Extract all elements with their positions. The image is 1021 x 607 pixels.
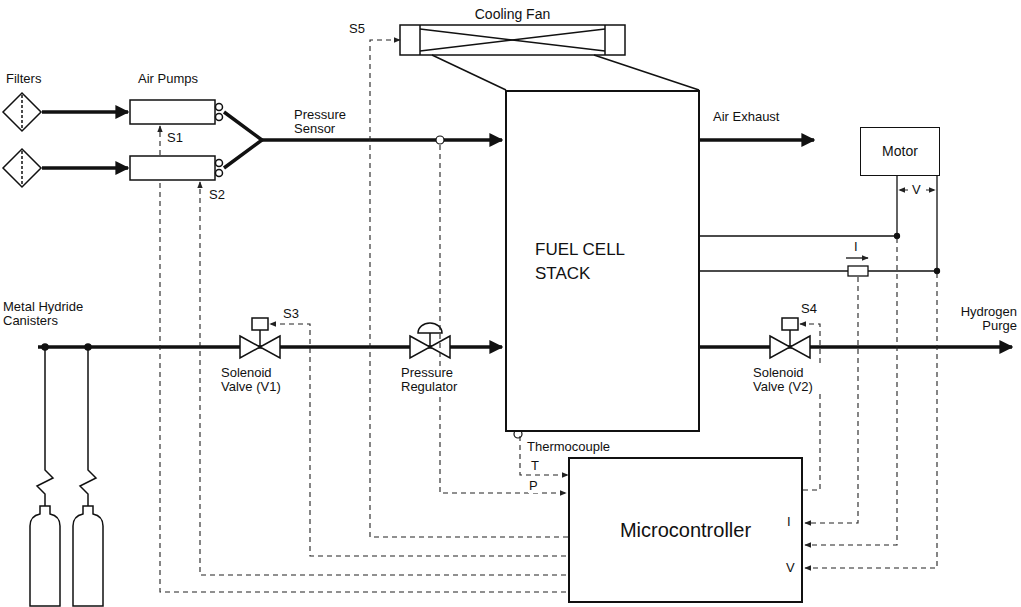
canister-symbol-part xyxy=(73,506,103,606)
part-name: Thermocouple xyxy=(526,440,611,454)
signal-line-part xyxy=(159,126,160,155)
air-pump-symbol-part xyxy=(130,100,215,124)
motor-box: Motor xyxy=(860,127,940,176)
canister-symbol-part xyxy=(30,506,60,606)
signal-name: S4 xyxy=(800,302,818,316)
node-text: Motor xyxy=(882,141,918,162)
part-name: Pressure Regulator xyxy=(400,366,482,394)
signal-name: T xyxy=(530,459,540,473)
signal-name: I xyxy=(786,515,792,529)
part-name: Hydrogen Purge xyxy=(946,305,1018,333)
pressure-regulator-symbol-part xyxy=(429,333,431,347)
filter-symbol-part xyxy=(21,151,23,185)
part-name: Solenoid Valve (V2) xyxy=(752,366,834,394)
air-pump-symbol xyxy=(130,100,223,180)
node-text: FUEL CELL STACK xyxy=(535,238,655,286)
solenoid-valve-symbol-part xyxy=(790,336,810,358)
part-name: Filters xyxy=(5,72,42,86)
node-text: Microcontroller xyxy=(620,517,751,544)
air-pipe-part xyxy=(262,138,502,142)
part-name: Pressure Sensor xyxy=(293,108,365,136)
cooling-fan-symbol-part xyxy=(594,55,699,90)
signal-name: S3 xyxy=(282,307,300,321)
solenoid-valve-symbol-part xyxy=(252,318,268,330)
filter-symbol-part xyxy=(3,93,41,131)
sensor-dot-part xyxy=(436,136,444,144)
stack-box: FUEL CELL STACK xyxy=(505,90,700,432)
solenoid-valve-symbol-part xyxy=(240,336,260,358)
resistor-symbol-part xyxy=(848,266,868,276)
resistor-symbol-part xyxy=(846,257,868,258)
signal-name: S2 xyxy=(208,188,226,202)
cooling-fan-symbol-part xyxy=(432,55,506,90)
filter-symbol xyxy=(3,93,41,187)
voltage-marker-part xyxy=(926,189,935,190)
pressure-regulator-symbol-part xyxy=(418,323,442,333)
signal-name: V xyxy=(785,561,796,575)
solenoid-valve-symbol-part xyxy=(789,330,791,347)
cooling-fan-symbol xyxy=(400,25,699,90)
canister-symbol-part xyxy=(80,349,96,506)
signal-name: S1 xyxy=(166,131,184,145)
cooling-fan-symbol-part xyxy=(420,29,605,51)
pressure-regulator-symbol xyxy=(410,323,450,358)
solenoid-valve-symbol-part xyxy=(770,336,790,358)
power-wire-part xyxy=(935,269,940,274)
signal-line-part xyxy=(805,273,937,568)
air-pump-symbol-part xyxy=(216,160,223,167)
cooling-fan-symbol-part xyxy=(420,29,605,51)
part-name: Air Exhaust xyxy=(712,110,780,124)
voltage-marker-part xyxy=(899,189,908,190)
solenoid-valve-symbol-part xyxy=(260,336,280,358)
signal-name: I xyxy=(853,240,859,254)
cooling-fan-symbol-part xyxy=(400,25,625,55)
part-name: Metal Hydride Canisters xyxy=(2,300,114,328)
power-wire xyxy=(700,176,940,274)
filter-symbol-part xyxy=(3,149,41,187)
pressure-regulator-symbol-part xyxy=(410,336,430,358)
power-wire xyxy=(700,176,897,236)
node-text: Cooling Fan xyxy=(475,4,551,25)
signal-name: S5 xyxy=(348,22,366,36)
part-name: Air Pumps xyxy=(137,72,199,86)
controller-box: Microcontroller xyxy=(568,457,803,603)
resistor-symbol xyxy=(846,258,868,276)
air-pipe-part xyxy=(42,110,128,114)
hydrogen-pipe-part xyxy=(700,345,1012,349)
air-pump-symbol-part xyxy=(130,156,215,180)
air-pump-symbol-part xyxy=(216,114,223,121)
solenoid-valve-symbol-part xyxy=(782,318,798,330)
filter-symbol-part xyxy=(21,95,23,129)
signal-name: P xyxy=(528,479,539,493)
fan-node: Cooling Fan xyxy=(400,4,625,58)
canister-symbol xyxy=(30,344,103,606)
air-pipe-part xyxy=(224,112,262,168)
power-wire-part xyxy=(700,176,937,271)
signal-line-part xyxy=(800,324,820,490)
part-name: Solenoid Valve (V1) xyxy=(220,366,302,394)
canister-symbol-part xyxy=(37,349,53,506)
air-pipe-part xyxy=(42,166,128,170)
air-pump-symbol-part xyxy=(216,170,223,177)
air-pipe-part xyxy=(700,138,814,142)
air-pump-symbol-part xyxy=(216,104,223,111)
signal-name: V xyxy=(911,183,922,197)
solenoid-valve-symbol-part xyxy=(259,330,261,347)
